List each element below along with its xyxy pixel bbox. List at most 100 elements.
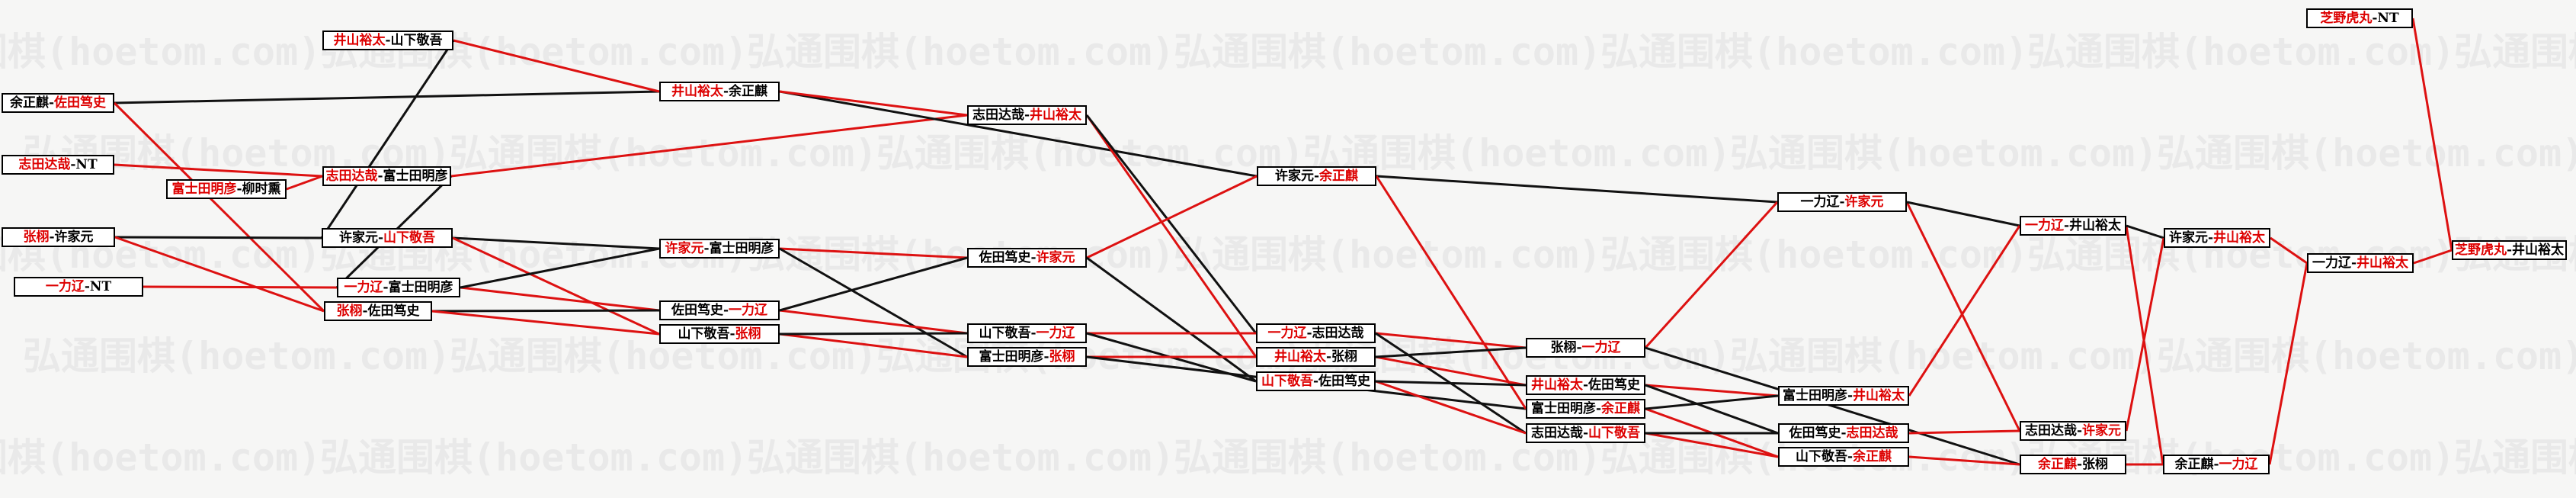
vs-separator: - — [2350, 255, 2357, 271]
connector-H1-I1-black — [2126, 224, 2164, 239]
player-a: 许家元 — [1274, 168, 1314, 184]
match-box-A4: 一力辽-NT — [14, 277, 143, 297]
player-a: 山下敬吾 — [1261, 373, 1313, 389]
match-box-C1: 井山裕太-余正麒 — [659, 82, 780, 101]
vs-separator: - — [1582, 377, 1589, 393]
connector-F2-G2-red — [1645, 384, 1779, 397]
player-b: 一力辽 — [1581, 339, 1621, 355]
connector-C2-D2-red — [779, 247, 968, 259]
match-box-B4: 一力辽-富士田明彦 — [337, 278, 460, 297]
player-b: 余正麒 — [1853, 448, 1892, 464]
player-b: 富士田明彦 — [383, 168, 448, 184]
player-b: 志田达哉 — [1846, 425, 1898, 441]
match-box-C4: 山下敬吾-张栩 — [659, 324, 780, 344]
player-b: 佐田笃史 — [1588, 377, 1641, 393]
player-a: 佐田笃史 — [979, 249, 1031, 265]
vs-separator: - — [1839, 194, 1845, 210]
vs-separator: - — [2213, 456, 2219, 472]
vs-separator: - — [49, 229, 55, 245]
player-a: 许家元 — [2168, 230, 2208, 246]
match-box-D1: 志田达哉-井山裕太 — [967, 105, 1087, 125]
player-a: 一力辽 — [2024, 217, 2064, 233]
player-b: 井山裕太 — [1030, 107, 1082, 123]
match-box-D2: 佐田笃史-许家元 — [967, 248, 1087, 268]
player-b: 志田达哉 — [1312, 325, 1364, 341]
connector-I2-J2-red — [2268, 262, 2308, 465]
match-box-J1: 芝野虎丸-NT — [2306, 8, 2413, 28]
connector-E3-F1-black — [1375, 346, 1527, 358]
connector-C3-D2-black — [779, 256, 968, 312]
player-b: 张栩 — [2082, 456, 2109, 472]
vs-separator: - — [2063, 217, 2070, 233]
player-b: 井山裕太 — [2069, 217, 2122, 233]
vs-separator: - — [1595, 400, 1602, 416]
player-b: 余正麒 — [729, 83, 768, 99]
player-a: 山下敬吾 — [1795, 448, 1847, 464]
match-box-A2: 志田达哉-NT — [2, 155, 114, 175]
vs-separator: - — [2506, 242, 2513, 258]
connector-D1-E3-red — [1085, 114, 1258, 358]
player-b: 张栩 — [1331, 349, 1358, 365]
connector-F1-G1-red — [1644, 201, 1779, 349]
match-box-H1: 一力辽-井山裕太 — [2020, 216, 2126, 236]
connector-E4-F4-red — [1375, 380, 1527, 435]
player-a: 许家元 — [665, 240, 704, 256]
match-box-H2: 志田达哉-许家元 — [2020, 421, 2126, 441]
connector-E1-F3-red — [1375, 175, 1527, 410]
vs-separator: - — [1841, 425, 1847, 441]
match-box-G2: 富士田明彦-井山裕太 — [1778, 386, 1909, 406]
player-b: 一力辽 — [2219, 456, 2258, 472]
player-b: 佐田笃史 — [1318, 373, 1371, 389]
vs-separator: - — [2076, 456, 2083, 472]
player-b: 许家元 — [2082, 422, 2122, 439]
player-a: 许家元 — [338, 230, 378, 246]
connector-G4-H3-red — [1908, 455, 2020, 466]
vs-separator: - — [385, 32, 391, 48]
match-box-G1: 一力辽-许家元 — [1777, 192, 1907, 212]
connector-C1-D1-red — [779, 90, 968, 117]
connector-B2-D1-red — [450, 114, 968, 178]
match-box-J2: 一力辽-井山裕太 — [2307, 253, 2414, 273]
connector-B3-C4-red — [452, 236, 660, 336]
connector-F4-G4-red — [1645, 432, 1779, 458]
match-box-F3: 富士田明彦-余正麒 — [1526, 399, 1645, 419]
connector-B1-C1-red — [453, 39, 660, 93]
player-a: 佐田笃史 — [671, 302, 723, 318]
connector-F2-G3-black — [1645, 384, 1779, 435]
player-a: 井山裕太 — [1530, 377, 1583, 393]
player-a: 一力辽 — [1267, 325, 1307, 341]
match-box-A1: 余正麒-佐田笃史 — [2, 93, 114, 113]
vs-separator: - — [362, 303, 368, 319]
connector-C1-E1-black — [779, 90, 1258, 178]
player-a: 佐田笃史 — [1789, 425, 1841, 441]
player-b: 富士田明彦 — [709, 240, 774, 256]
player-b: NT — [89, 278, 112, 294]
connector-E1-G1-black — [1376, 175, 1778, 204]
player-a: 一力辽 — [344, 279, 383, 295]
player-a: 富士田明彦 — [1782, 387, 1847, 403]
connector-B5-C4-red — [431, 310, 660, 336]
connector-C2-D4-black — [779, 247, 968, 358]
player-a: 志田达哉 — [1530, 425, 1583, 441]
player-a: 富士田明彦 — [171, 181, 237, 197]
connector-J2-K1-red — [2413, 249, 2453, 265]
player-b: 张栩 — [1049, 349, 1075, 365]
player-b: NT — [2377, 10, 2399, 26]
match-box-I2: 余正麒-一力辽 — [2163, 455, 2270, 474]
vs-separator: - — [722, 302, 729, 318]
match-box-E3: 井山裕太-张栩 — [1256, 347, 1376, 367]
player-a: 一力辽 — [45, 278, 85, 294]
player-b: 余正麒 — [1601, 400, 1641, 416]
player-a: 余正麒 — [9, 95, 49, 111]
player-a: 芝野虎丸 — [2454, 242, 2507, 258]
player-a: 井山裕太 — [671, 83, 723, 99]
player-b: 富士田明彦 — [388, 279, 453, 295]
vs-separator: - — [377, 230, 384, 246]
connector-A5-B2-red — [286, 175, 323, 191]
match-box-E4: 山下敬吾-佐田笃史 — [1256, 371, 1376, 391]
connector-F3-G2-black — [1645, 394, 1779, 410]
connector-J1-K1-red — [2411, 18, 2453, 251]
connector-A1-B5-red — [113, 101, 325, 313]
connector-C3-D3-red — [779, 309, 968, 335]
vs-separator: - — [70, 156, 76, 172]
